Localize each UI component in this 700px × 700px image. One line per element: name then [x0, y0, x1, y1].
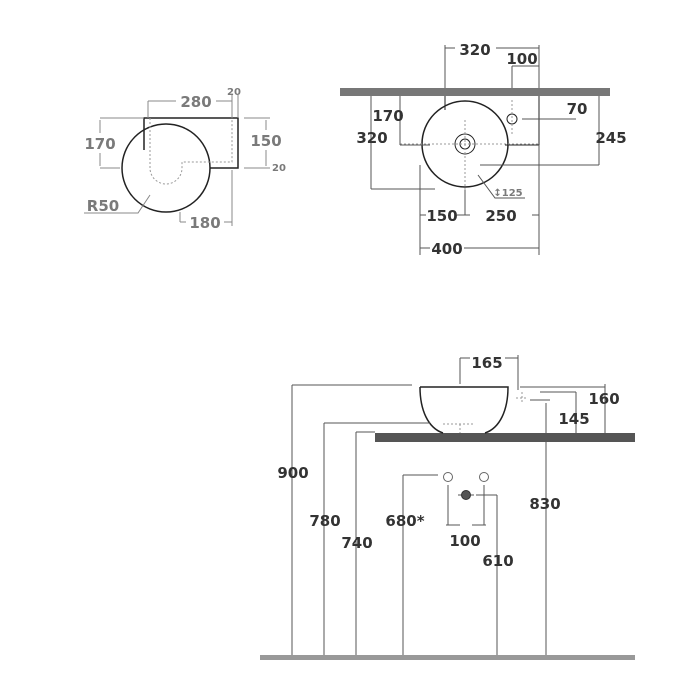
dim-20-side: 20	[272, 163, 286, 174]
dim-125: ↕125	[493, 188, 522, 199]
basin-back-rect	[444, 96, 540, 146]
dim-20-top: 20	[227, 87, 241, 98]
dim-245: 245	[595, 129, 626, 147]
top-view-right: 320 100 170 320 70 245 ↕125 150 250 400	[340, 41, 627, 258]
dim-150: 150	[426, 207, 457, 225]
dim-145: 145	[558, 410, 589, 428]
dim-180: 180	[189, 214, 220, 232]
dim-320-left: 320	[356, 129, 387, 147]
top-view-left: 280 20 170 150 20 R50 180	[84, 87, 286, 232]
basin-outline-rect	[143, 117, 239, 169]
dim-150: 150	[250, 132, 281, 150]
drain-outlet-icon	[461, 490, 471, 500]
dim-400: 400	[431, 240, 462, 258]
dim-70: 70	[567, 100, 588, 118]
water-inlet-right-icon	[479, 472, 489, 482]
dim-100: 100	[449, 532, 480, 550]
dim-r50: R50	[87, 197, 119, 215]
water-inlet-left-icon	[443, 472, 453, 482]
dim-280: 280	[180, 93, 211, 111]
dim-100: 100	[506, 50, 537, 68]
dim-610: 610	[482, 552, 513, 570]
tap-hole	[506, 113, 518, 125]
basin-circle	[121, 123, 211, 213]
dim-780: 780	[309, 512, 340, 530]
floor	[260, 655, 635, 660]
dim-320-top: 320	[459, 41, 490, 59]
basin-side	[419, 386, 509, 434]
dim-250: 250	[485, 207, 516, 225]
dim-170: 170	[84, 135, 115, 153]
drain-path	[149, 100, 233, 185]
counter-top	[340, 88, 610, 96]
side-view: 165 160 145 900 780 740 680* 100 610 830	[260, 354, 635, 660]
dim-680: 680*	[385, 512, 424, 530]
dim-830: 830	[529, 495, 560, 513]
dim-740: 740	[341, 534, 372, 552]
dim-165: 165	[471, 354, 502, 372]
dim-900: 900	[277, 464, 308, 482]
dim-160: 160	[588, 390, 619, 408]
dim-170: 170	[372, 107, 403, 125]
counter-side	[375, 433, 635, 442]
